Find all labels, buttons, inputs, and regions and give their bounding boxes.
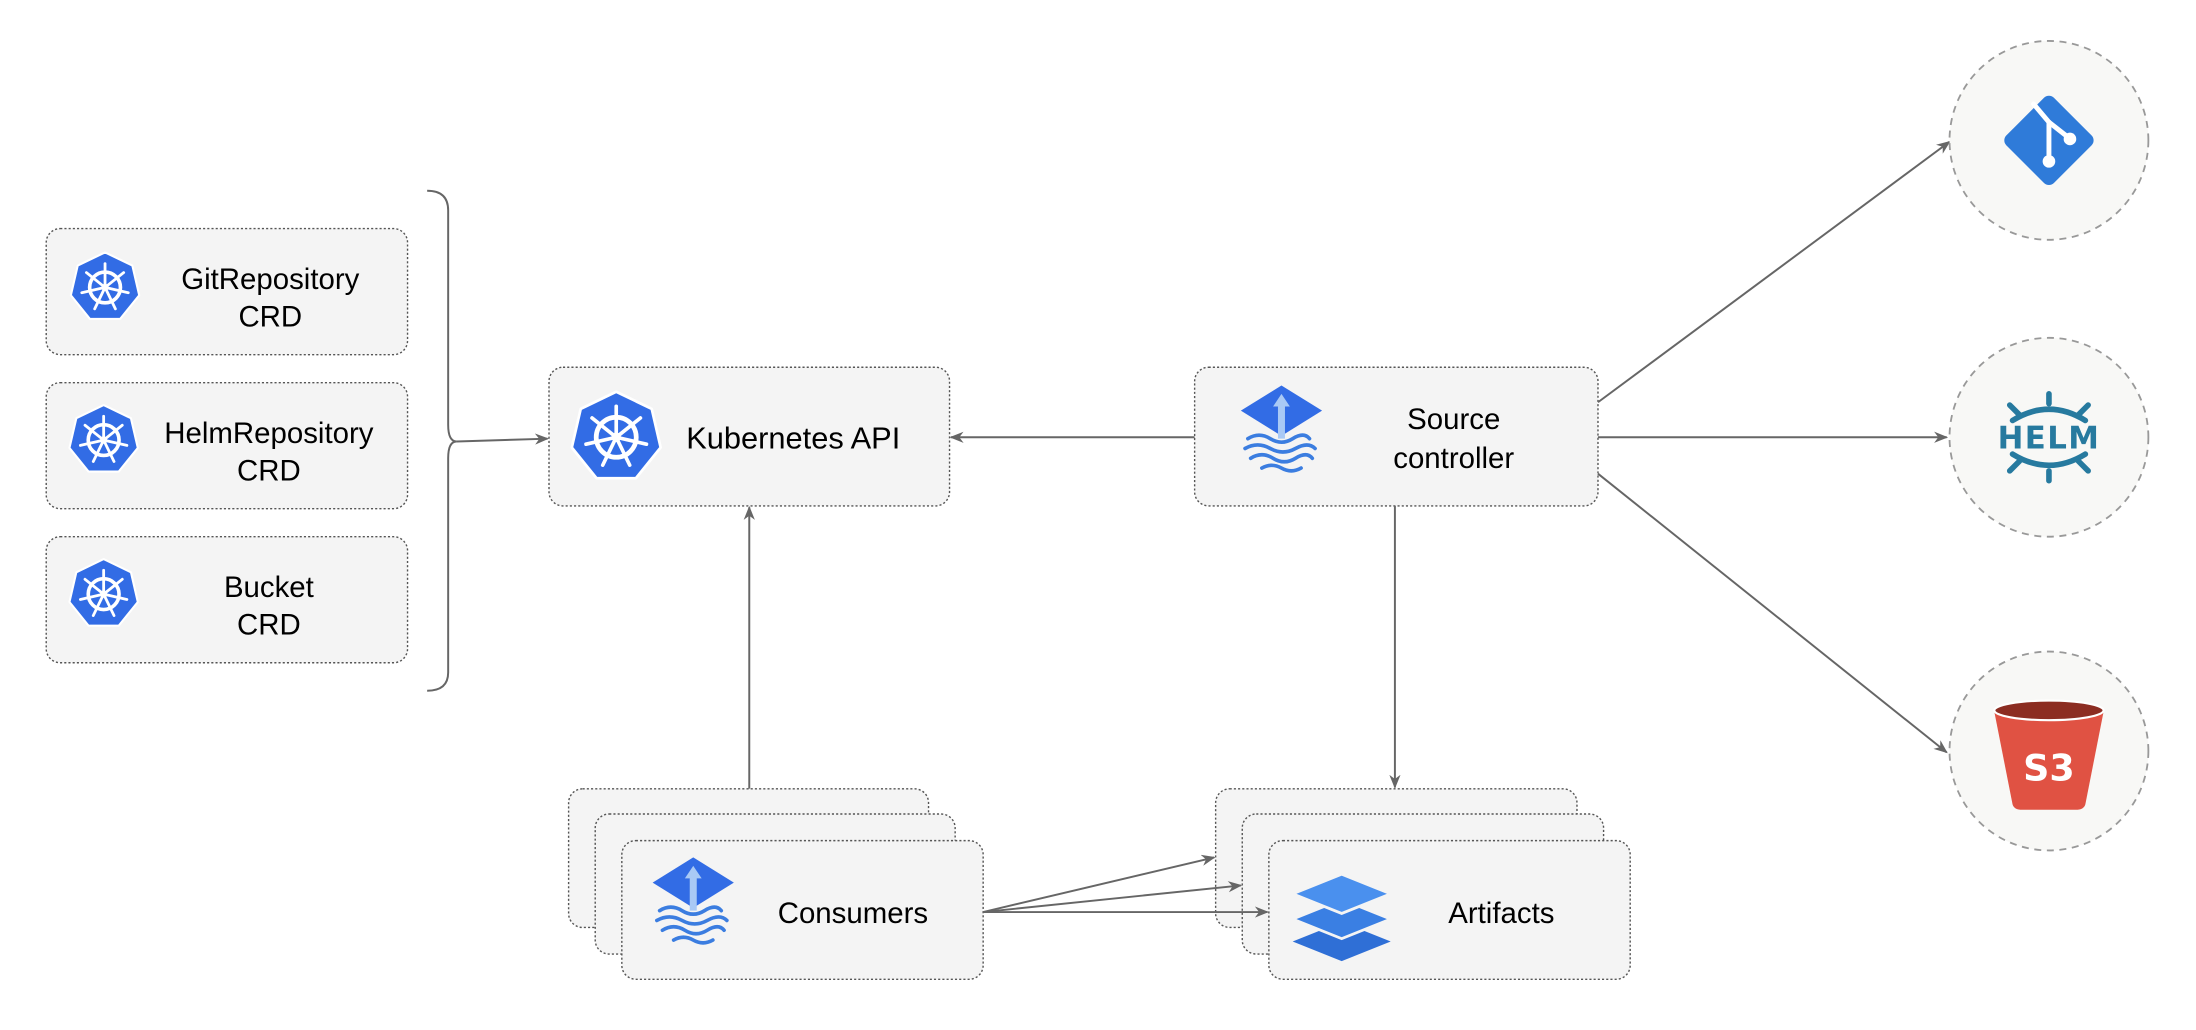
s3-bucket-icon	[1993, 699, 2105, 810]
kubernetes-api-node[interactable]: Kubernetes API	[548, 366, 951, 507]
crd-sublabel: CRD	[237, 455, 301, 488]
crd-gitrepository[interactable]: GitRepository CRD	[45, 227, 409, 356]
helm-label: HELM	[1998, 420, 2101, 456]
crd-label: GitRepository	[181, 263, 359, 296]
crd-bucket[interactable]: Bucket CRD	[45, 536, 409, 664]
consumers-label: Consumers	[778, 897, 928, 930]
edge-source-to-s3	[1597, 472, 1948, 754]
git-icon	[2004, 95, 2094, 185]
edge-consumers-to-artifacts-1	[982, 854, 1216, 913]
crd-sublabel: CRD	[237, 609, 301, 642]
git-source[interactable]	[1948, 40, 2150, 241]
crd-label: Bucket	[224, 571, 314, 604]
crd-label: HelmRepository	[164, 417, 373, 450]
source-controller-node[interactable]: Source controller	[1193, 366, 1599, 507]
artifacts-node[interactable]: Artifacts	[1214, 788, 1631, 980]
edge-consumers-to-artifacts-2	[983, 881, 1243, 914]
crd-helmrepository[interactable]: HelmRepository CRD	[45, 381, 409, 510]
edge-crds-to-api	[456, 433, 549, 445]
s3-source[interactable]: S3	[1948, 650, 2150, 852]
helm-source[interactable]: HELM	[1948, 336, 2150, 538]
consumers-node[interactable]: Consumers	[567, 788, 984, 980]
source-controller-sublabel: controller	[1393, 442, 1514, 475]
edge-source-to-git	[1597, 140, 1951, 404]
crd-bracket	[427, 189, 457, 692]
s3-label: S3	[2023, 746, 2075, 789]
kubernetes-api-label: Kubernetes API	[686, 420, 900, 455]
helm-icon	[2006, 391, 2091, 484]
crd-sublabel: CRD	[238, 301, 302, 334]
artifacts-label: Artifacts	[1448, 897, 1554, 930]
source-controller-label: Source	[1407, 403, 1500, 436]
